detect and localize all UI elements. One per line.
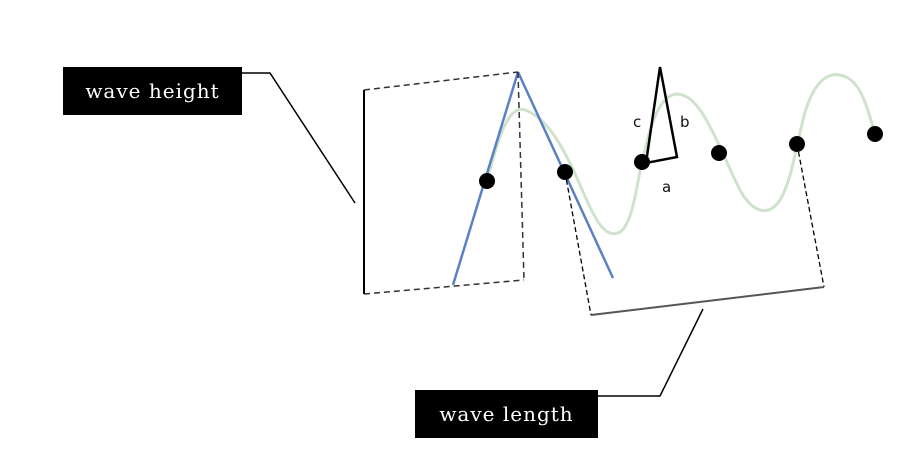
particle-dot bbox=[867, 126, 883, 142]
particle-dot bbox=[557, 164, 573, 180]
wave-height-label: wave height bbox=[63, 67, 242, 115]
wave-length-label: wave length bbox=[415, 390, 598, 438]
triangle-side-a-label: a bbox=[662, 178, 672, 196]
particle-dot bbox=[711, 145, 727, 161]
slope-triangle bbox=[644, 66, 679, 165]
particle-dot bbox=[634, 154, 650, 170]
particle-dot bbox=[479, 173, 495, 189]
height-leader-line bbox=[242, 72, 356, 204]
length-dashed-right bbox=[796, 143, 825, 288]
height-dashed-top bbox=[363, 71, 519, 91]
triangle-side-c-label: c bbox=[633, 113, 642, 131]
length-leader-line bbox=[598, 308, 704, 397]
length-dashed-left bbox=[564, 171, 592, 316]
particle-dot bbox=[789, 136, 805, 152]
length-bracket bbox=[590, 286, 825, 316]
height-dashed-vertical bbox=[517, 71, 525, 281]
triangle-side-b-label: b bbox=[680, 113, 690, 131]
height-dashed-bottom bbox=[363, 279, 525, 295]
wave-curve bbox=[485, 73, 877, 236]
